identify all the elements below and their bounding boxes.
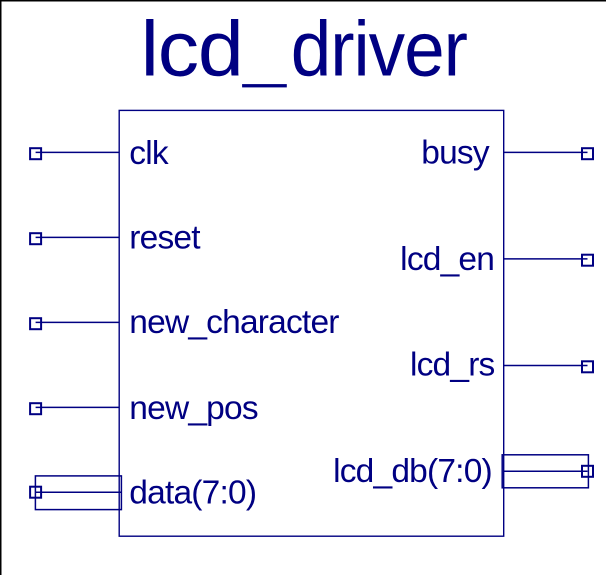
svg-text:reset: reset bbox=[129, 220, 201, 257]
svg-text:data(7:0): data(7:0) bbox=[129, 475, 256, 512]
svg-text:busy: busy bbox=[421, 135, 490, 172]
svg-text:lcd: lcd bbox=[141, 4, 243, 92]
svg-text:new_pos: new_pos bbox=[129, 390, 258, 427]
svg-text:clk: clk bbox=[129, 135, 169, 172]
svg-text:lcd_db(7:0): lcd_db(7:0) bbox=[333, 453, 492, 490]
svg-text:new_character: new_character bbox=[129, 304, 339, 341]
svg-text:lcd_rs: lcd_rs bbox=[410, 347, 495, 384]
svg-text:driver: driver bbox=[291, 4, 467, 92]
svg-text:lcd_en: lcd_en bbox=[400, 241, 494, 278]
